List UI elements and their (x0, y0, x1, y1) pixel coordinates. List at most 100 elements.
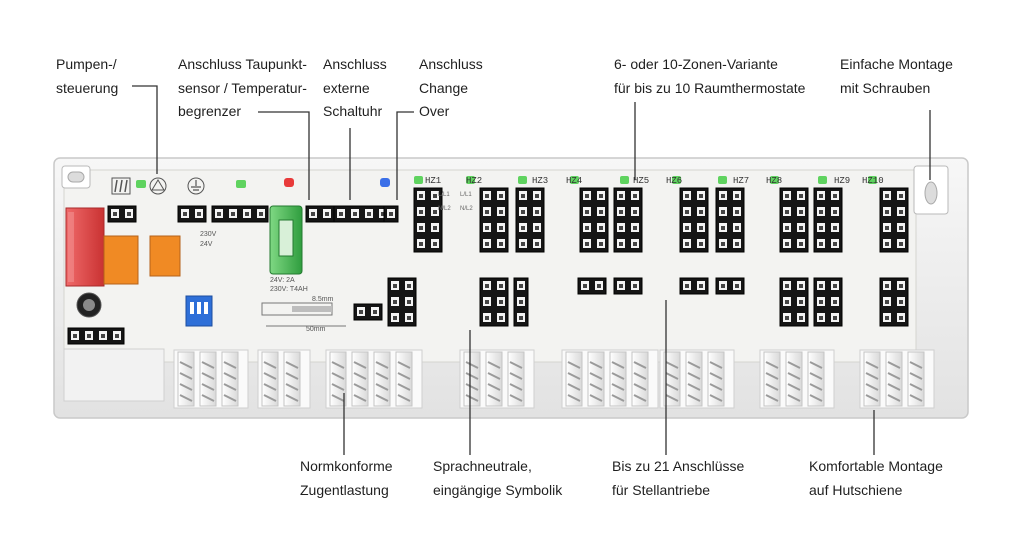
board-markings: 230V 24V 24V: 2A 230V: T4AH 8.5mm 50mm (200, 231, 334, 333)
terminal-block (305, 205, 335, 223)
zone-label-hz10: HZ10 (862, 176, 884, 186)
zone-led (466, 176, 475, 184)
terminal-block (353, 303, 383, 321)
dip-switch (185, 295, 213, 327)
strain-relief-fin-group (257, 349, 311, 409)
terminal-marks: L/L1 L/L1 N/L2 N/L2 (438, 192, 473, 212)
terminal-blocks (67, 187, 909, 345)
callout-timer-line1: Anschluss (323, 56, 387, 72)
leader-lines (132, 85, 931, 455)
zone-led (718, 176, 727, 184)
zone-led (414, 176, 423, 184)
terminal-block (211, 205, 269, 223)
heater-symbol-icon (111, 177, 131, 195)
terminal-block (479, 187, 509, 253)
callout-zone-variant: 6- oder 10-Zonen-Variante für bis zu 10 … (614, 53, 805, 100)
mounting-hole-right (913, 165, 949, 215)
strain-relief-fin-group (459, 349, 535, 409)
terminal-block (779, 277, 809, 327)
terminal-block (715, 187, 745, 253)
terminal-block (383, 205, 399, 223)
terminal-mark-2: L/L1 (460, 192, 472, 198)
power-text-24: 24V (200, 241, 213, 248)
callout-change-line3: Over (419, 103, 450, 119)
terminal-block (387, 277, 417, 327)
terminal-block (715, 277, 745, 295)
callout-actuators-line1: Bis zu 21 Anschlüsse (612, 458, 745, 474)
dim-text-long: 50mm (306, 326, 326, 333)
callout-rail-line2: auf Hutschiene (809, 481, 903, 498)
strain-relief-fin-group (659, 349, 735, 409)
zone-leds (414, 176, 877, 184)
dim-text-short: 8.5mm (312, 296, 334, 303)
callout-mount-line1: Einfache Montage (840, 56, 953, 72)
cable-cutout (63, 348, 165, 402)
callout-zones-line1: 6- oder 10-Zonen-Variante (614, 56, 778, 72)
fuse-holder (269, 205, 303, 275)
status-leds (136, 178, 390, 188)
zone-label-hz4: HZ4 (566, 176, 582, 186)
terminal-block (479, 277, 509, 327)
strain-relief-fins (173, 349, 935, 409)
callout-changeover: Anschluss Change Over (419, 53, 483, 124)
callout-symbols-line1: Sprachneutrale, (433, 458, 532, 474)
terminal-block (879, 277, 909, 327)
callout-strain-line1: Normkonforme (300, 458, 393, 474)
callout-dew-line3: begrenzer (178, 103, 242, 119)
mounting-hole-left (61, 165, 91, 189)
terminal-block (333, 205, 391, 223)
callout-strain-line2: Zugentlastung (300, 481, 389, 498)
capacitor (76, 292, 102, 318)
zone-led (570, 176, 579, 184)
callout-din-rail: Komfortable Montage auf Hutschiene (809, 455, 943, 502)
terminal-mark-4: N/L2 (460, 206, 473, 212)
terminal-mark-1: L/L1 (438, 192, 450, 198)
callout-dewpoint-sensor: Anschluss Taupunkt- sensor / Temperatur-… (178, 53, 307, 124)
fuse-text-24: 24V: 2A (270, 277, 295, 284)
callout-pump-control: Pumpen-/ steuerung (56, 53, 118, 100)
terminal-block (679, 187, 709, 253)
terminal-block (679, 277, 709, 295)
callout-screw-mount: Einfache Montage mit Schrauben (840, 53, 953, 100)
callout-timer: Anschluss externe Schaltuhr (323, 53, 387, 124)
terminal-block (513, 277, 529, 327)
terminal-block (779, 187, 809, 253)
callout-pump-line2: steuerung (56, 79, 119, 96)
strain-relief-fin-group (759, 349, 835, 409)
terminal-block (813, 187, 843, 253)
terminal-block (107, 205, 137, 223)
terminal-block (879, 187, 909, 253)
callout-symbols-line2: eingängige Symbolik (433, 481, 563, 498)
zone-led (620, 176, 629, 184)
callout-rail-line1: Komfortable Montage (809, 458, 943, 474)
terminal-block (579, 187, 609, 253)
fuse-text-230: 230V: T4AH (270, 286, 308, 293)
strain-relief-fin-group (561, 349, 659, 409)
terminal-block (413, 187, 443, 253)
zone-label-hz5: HZ5 (633, 176, 649, 186)
zone-label-hz8: HZ8 (766, 176, 782, 186)
terminal-block (177, 205, 207, 223)
callout-dew-line2: sensor / Temperatur- (178, 79, 307, 96)
callout-strain-relief: Normkonforme Zugentlastung (300, 455, 393, 502)
callout-timer-line2: externe (323, 79, 370, 96)
callout-mount-line2: mit Schrauben (840, 79, 931, 96)
relay-orange (103, 235, 181, 285)
strain-relief-fin-group (173, 349, 249, 409)
zone-label-hz2: HZ2 (466, 176, 482, 186)
zone-led (518, 176, 527, 184)
callout-actuators-line2: für Stellantriebe (612, 481, 711, 498)
callout-change-line1: Anschluss (419, 56, 483, 72)
zone-led (672, 176, 681, 184)
callout-symbols: Sprachneutrale, eingängige Symbolik (433, 455, 562, 502)
callout-change-line2: Change (419, 79, 469, 96)
zone-label-hz9: HZ9 (834, 176, 850, 186)
terminal-block (577, 277, 607, 295)
power-text-230: 230V (200, 231, 217, 238)
callout-dew-line1: Anschluss Taupunkt- (178, 56, 307, 72)
strip-length-guide (261, 302, 346, 327)
strain-relief-fin-group (859, 349, 935, 409)
zone-led (770, 176, 779, 184)
zone-label-hz1: HZ1 (425, 176, 441, 186)
strain-relief-fin-group (325, 349, 423, 409)
